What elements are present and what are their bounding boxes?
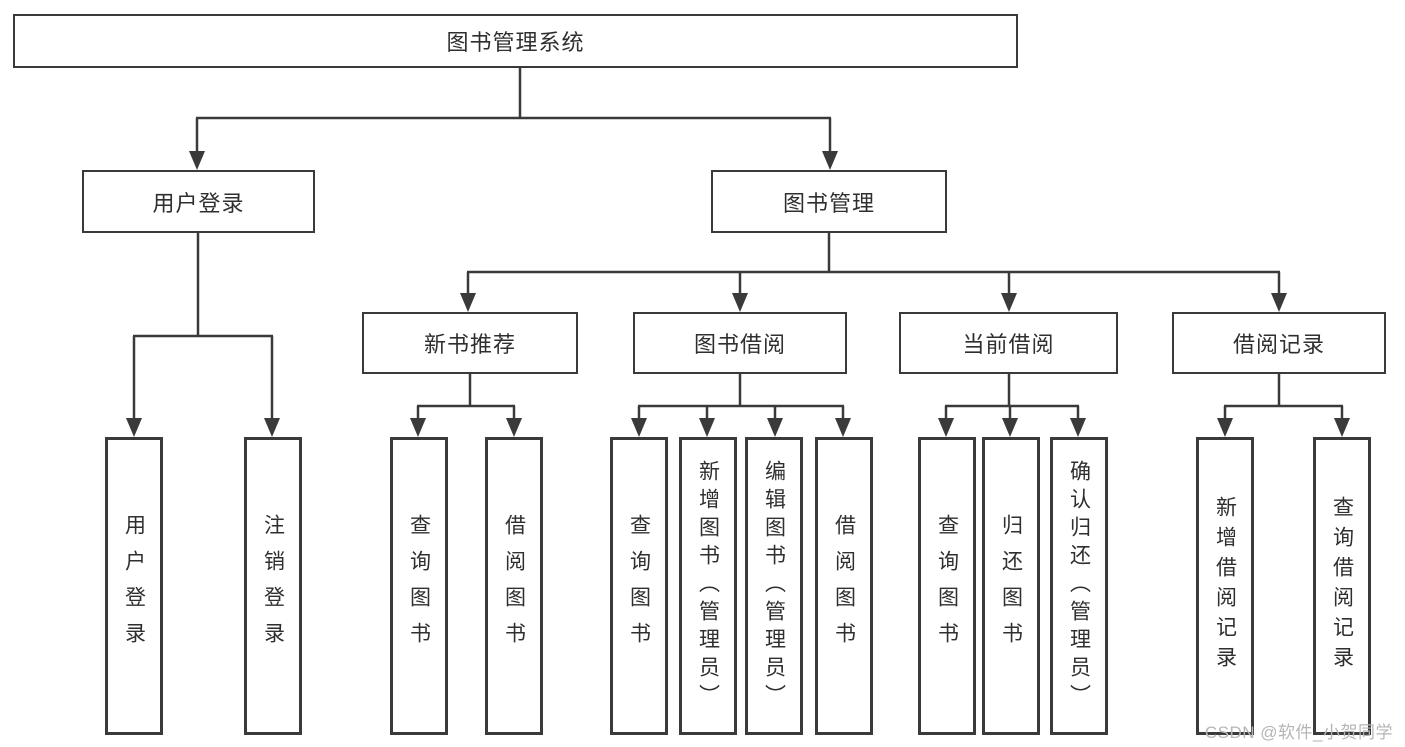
node-borrow-records: 借阅记录 bbox=[1172, 312, 1386, 374]
node-current-borrow: 当前借阅 bbox=[899, 312, 1118, 374]
leaf-label: 用户登录 bbox=[122, 514, 146, 658]
leaf-add-book-admin: 新增图书（管理员） bbox=[679, 437, 737, 735]
leaf-label: 借阅图书 bbox=[832, 514, 856, 658]
leaf-query-books-borrow: 查询图书 bbox=[610, 437, 668, 735]
leaf-label: 查询图书 bbox=[407, 514, 431, 658]
leaf-label: 注销登录 bbox=[261, 514, 285, 658]
leaf-user-login: 用户登录 bbox=[105, 437, 163, 735]
leaf-label: 归还图书 bbox=[999, 514, 1023, 658]
leaf-label: 查询借阅记录 bbox=[1330, 496, 1354, 676]
leaf-query-borrow-record: 查询借阅记录 bbox=[1313, 437, 1371, 735]
watermark: CSDN @软件_小贺同学 bbox=[1204, 723, 1393, 742]
leaf-label: 借阅图书 bbox=[502, 514, 526, 658]
leaf-label: 新增图书（管理员） bbox=[696, 460, 720, 712]
node-new-book-recommend: 新书推荐 bbox=[362, 312, 578, 374]
leaf-logout: 注销登录 bbox=[244, 437, 302, 735]
node-book-borrow: 图书借阅 bbox=[633, 312, 847, 374]
leaf-label: 确认归还（管理员） bbox=[1067, 460, 1091, 712]
leaf-label: 编辑图书（管理员） bbox=[762, 460, 786, 712]
leaf-return-book: 归还图书 bbox=[982, 437, 1040, 735]
leaf-query-books-recommend: 查询图书 bbox=[390, 437, 448, 735]
leaf-label: 新增借阅记录 bbox=[1213, 496, 1237, 676]
leaf-borrow-book-recommend: 借阅图书 bbox=[485, 437, 543, 735]
node-user-login: 用户登录 bbox=[82, 170, 315, 233]
node-book-management: 图书管理 bbox=[711, 170, 947, 233]
leaf-label: 查询图书 bbox=[627, 514, 651, 658]
leaf-label: 查询图书 bbox=[935, 514, 959, 658]
leaf-borrow-book: 借阅图书 bbox=[815, 437, 873, 735]
leaf-confirm-return-admin: 确认归还（管理员） bbox=[1050, 437, 1108, 735]
node-root: 图书管理系统 bbox=[13, 14, 1018, 68]
leaf-add-borrow-record: 新增借阅记录 bbox=[1196, 437, 1254, 735]
leaf-query-books-current: 查询图书 bbox=[918, 437, 976, 735]
leaf-edit-book-admin: 编辑图书（管理员） bbox=[745, 437, 803, 735]
